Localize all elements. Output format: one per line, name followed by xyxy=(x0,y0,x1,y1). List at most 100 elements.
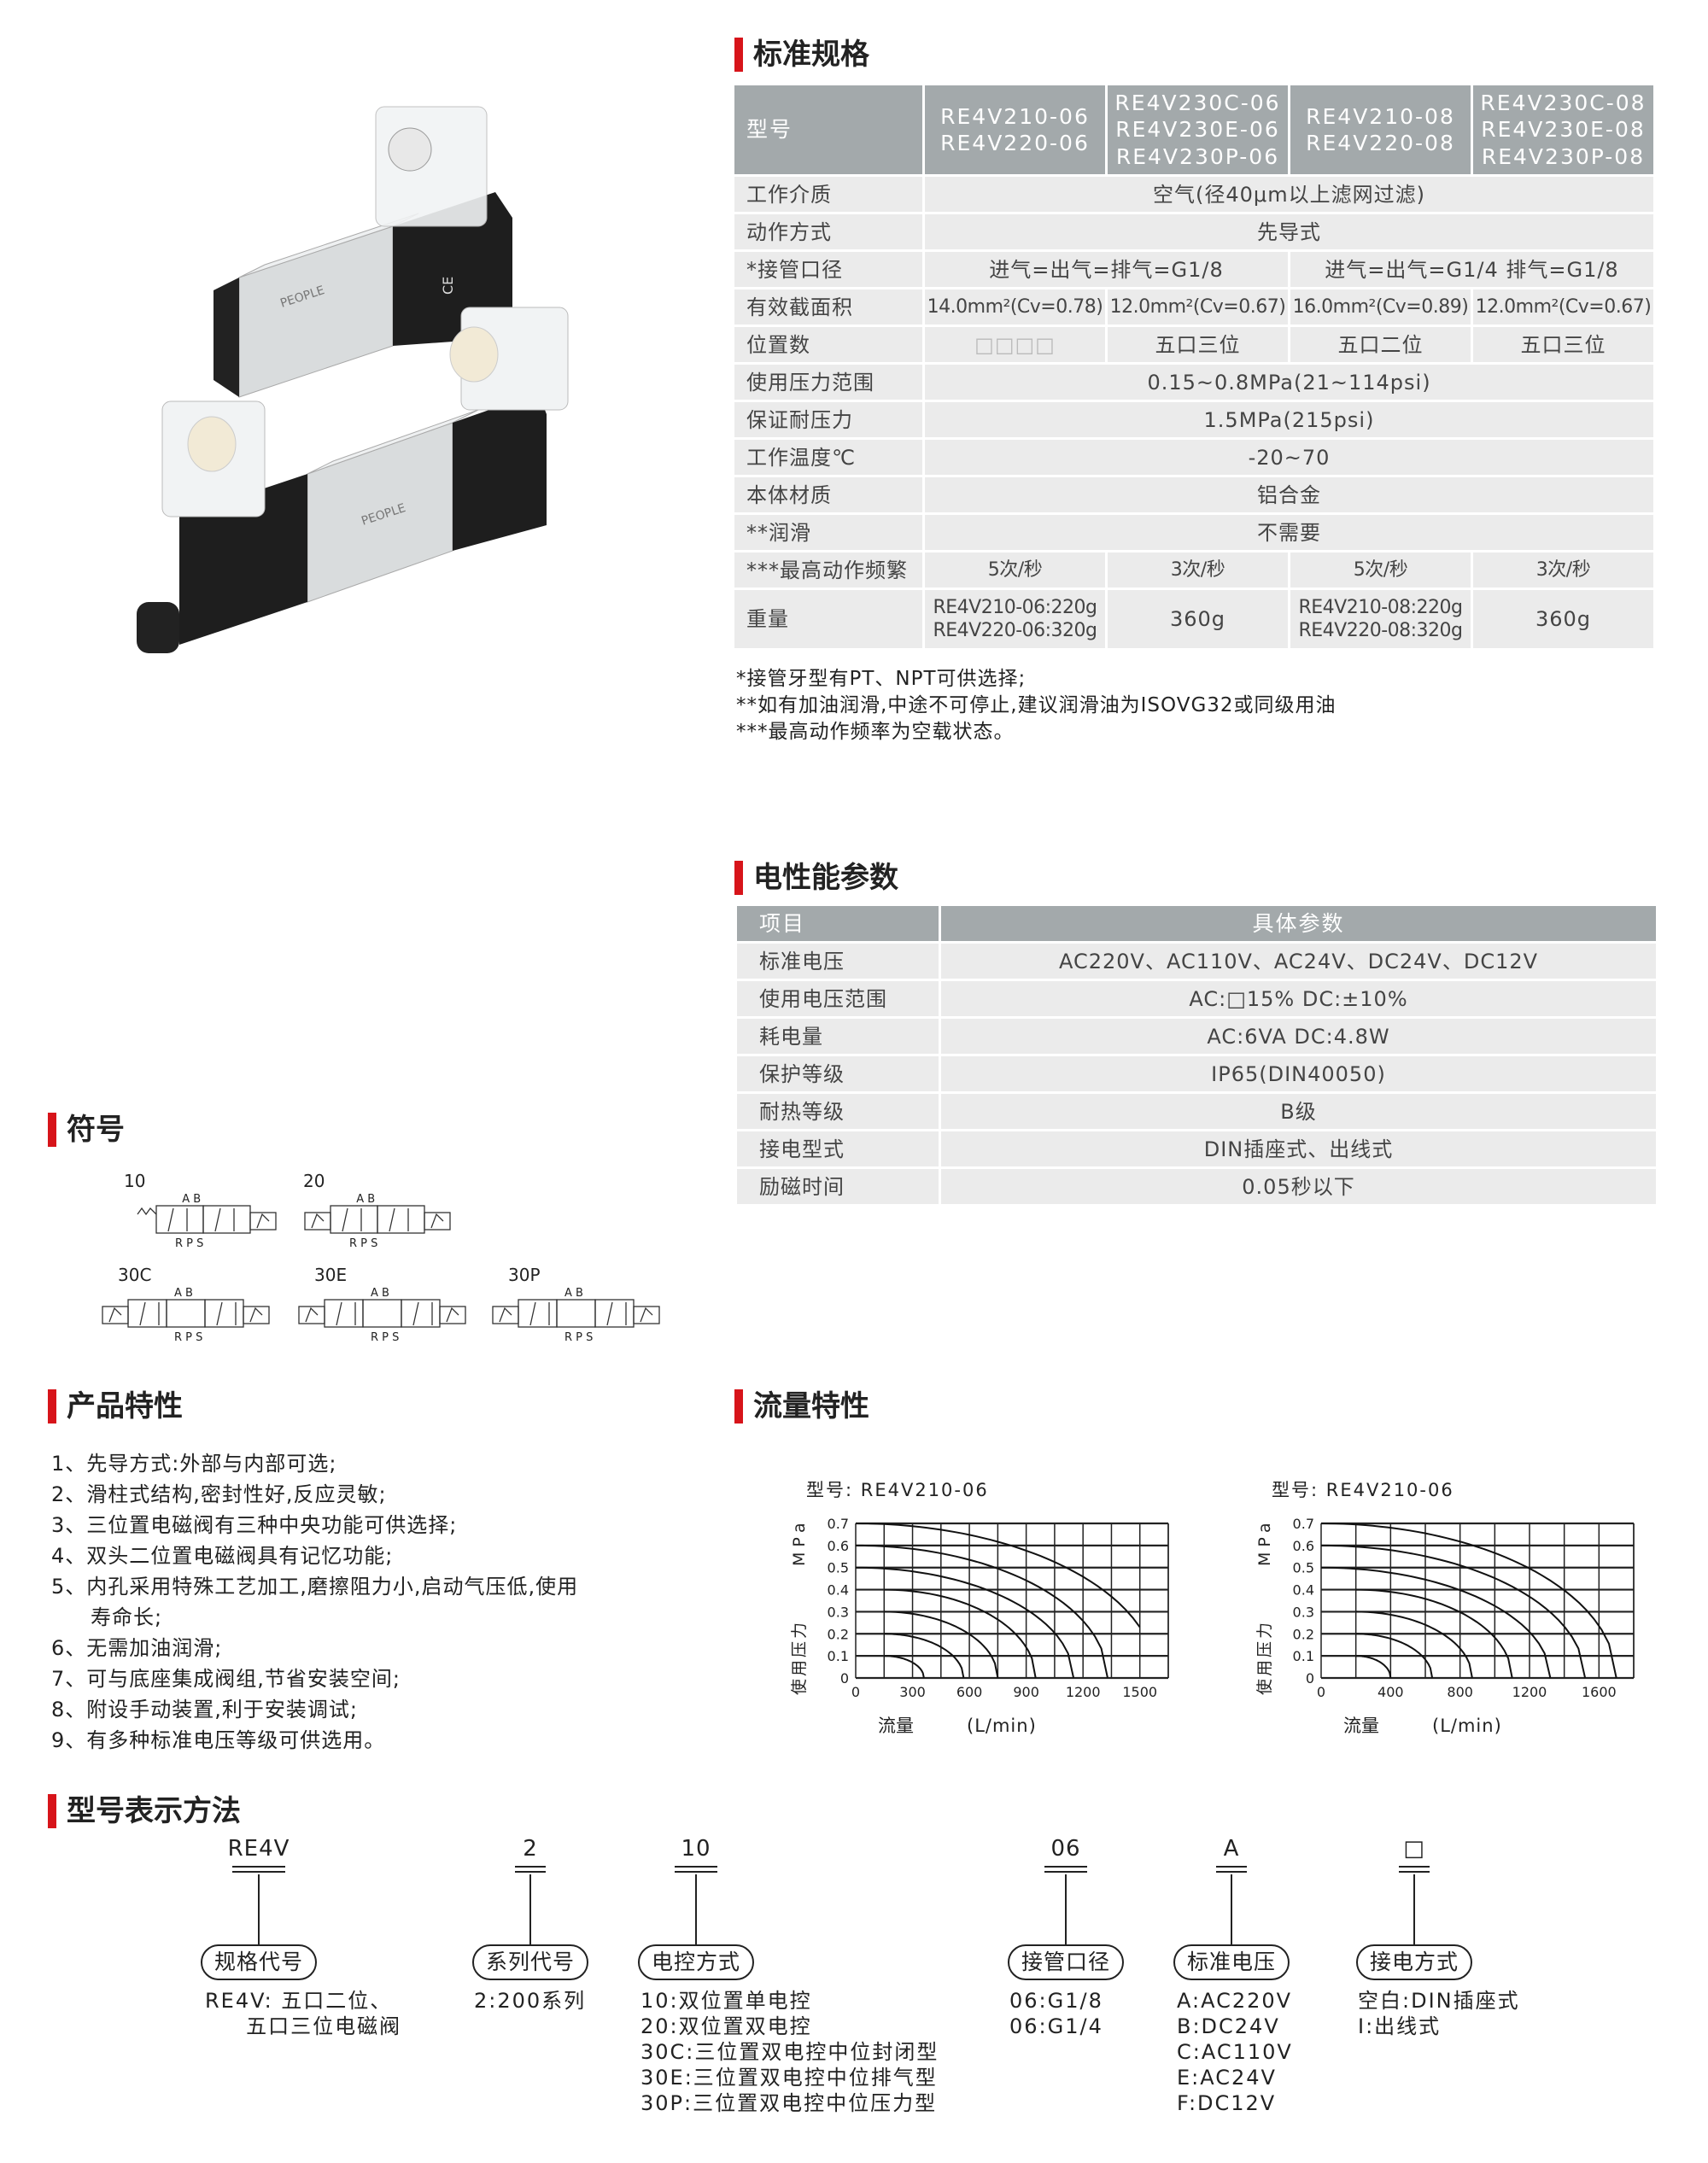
y-tick-label: 0 xyxy=(1306,1670,1314,1687)
section-title-elec: 电性能参数 xyxy=(734,861,898,895)
ports-top: A B xyxy=(182,1193,201,1206)
connector-line xyxy=(695,1874,697,1958)
spec-cell: 五口三位 xyxy=(1108,327,1288,362)
spec-row-label: 工作介质 xyxy=(734,177,922,212)
x-tick-label: 1200 xyxy=(1066,1684,1101,1700)
spec-cell: 16.0mm²(Cv=0.89) xyxy=(1290,289,1471,324)
elec-value: B级 xyxy=(941,1094,1656,1129)
spec-cell: 五口二位 xyxy=(1290,327,1471,362)
model-field-label: 标准电压 xyxy=(1173,1944,1290,1980)
elec-label: 耐热等级 xyxy=(737,1094,939,1129)
feature-item: 3、三位置电磁阀有三种中央功能可供选择; xyxy=(51,1513,458,1537)
spec-row: **润滑不需要 xyxy=(734,515,1653,550)
spec-cell: 12.0mm²(Cv=0.67) xyxy=(1108,289,1288,324)
flow-curve-0.1 xyxy=(884,1655,925,1679)
spec-cell: 360g xyxy=(1108,590,1288,648)
x-axis-label: 流量 xyxy=(878,1716,914,1736)
flow-curve-0.7 xyxy=(1320,1523,1617,1679)
spec-cell: 不需要 xyxy=(925,515,1653,550)
connector-line xyxy=(258,1874,260,1958)
flow-curve-0.6 xyxy=(856,1544,1108,1679)
flow-curve-0.3 xyxy=(884,1611,999,1679)
spec-cell: 1.5MPa(215psi) xyxy=(925,402,1653,437)
flow-curve-0.4 xyxy=(884,1588,1037,1679)
note: *接管牙型有PT、NPT可供选择; xyxy=(736,668,1027,690)
spec-cell: RE4V210-08:220g RE4V220-08:320g xyxy=(1290,590,1471,648)
spec-row-label: 动作方式 xyxy=(734,214,922,249)
valve-body xyxy=(137,1205,277,1234)
valve-body xyxy=(492,1299,660,1328)
section-title-flow: 流量特性 xyxy=(734,1389,869,1423)
y-tick-label: 0.1 xyxy=(1293,1648,1314,1664)
y-axis-label: 使用压力 xyxy=(790,1620,809,1695)
flow-curve-0.2 xyxy=(1355,1633,1434,1679)
spec-cell: 铝合金 xyxy=(925,477,1653,512)
y-tick-label: 0.7 xyxy=(828,1516,849,1532)
spec-cell: RE4V210-06:220g RE4V220-06:320g xyxy=(925,590,1105,648)
spec-cell: 空气(径40μm以上滤网过滤) xyxy=(925,177,1653,212)
model-field-desc: A:AC220V B:DC24V C:AC110V E:AC24V F:DC12… xyxy=(1177,1989,1293,2115)
symbol-label: 30C xyxy=(118,1265,151,1285)
model-field-desc: 06:G1/8 06:G1/4 xyxy=(1009,1989,1103,2038)
elec-label: 保护等级 xyxy=(737,1056,939,1091)
elec-value: AC:6VA DC:4.8W xyxy=(941,1019,1656,1054)
x-tick-label: 300 xyxy=(899,1684,926,1700)
spec-row-label: **润滑 xyxy=(734,515,922,550)
feature-item: 9、有多种标准电压等级可供选用。 xyxy=(51,1728,386,1752)
y-tick-label: 0.6 xyxy=(1293,1538,1314,1554)
feature-item: 4、双头二位置电磁阀具有记忆功能; xyxy=(51,1544,394,1568)
x-tick-label: 1200 xyxy=(1512,1684,1547,1700)
elec-header: 项目 xyxy=(737,906,939,941)
model-code: 2 xyxy=(523,1836,538,1862)
spec-cell: 5次/秒 xyxy=(1290,552,1471,588)
connector-line xyxy=(1231,1874,1232,1958)
flow-curve-0.4 xyxy=(1355,1588,1513,1679)
model-code: A xyxy=(1223,1836,1240,1862)
elec-label: 接电型式 xyxy=(737,1131,939,1166)
y-tick-label: 0.1 xyxy=(828,1648,849,1664)
elec-label: 标准电压 xyxy=(737,944,939,979)
ports-top: A B xyxy=(371,1287,389,1300)
model-column-header: RE4V210-08 RE4V220-08 xyxy=(1290,85,1471,174)
model-column-header: RE4V230C-08 RE4V230E-08 RE4V230P-08 xyxy=(1473,85,1653,174)
spec-row-label: 重量 xyxy=(734,590,922,648)
y-tick-label: 0.6 xyxy=(828,1538,849,1554)
elec-header: 具体参数 xyxy=(941,906,1656,941)
ce-mark: CE xyxy=(440,277,456,295)
section-title-model: 型号表示方法 xyxy=(48,1794,241,1828)
model-code: 10 xyxy=(681,1836,711,1862)
elec-value: AC:□15% DC:±10% xyxy=(941,981,1656,1016)
flow-curve-0.2 xyxy=(884,1633,965,1679)
spec-row-label: 使用压力范围 xyxy=(734,365,922,400)
spec-cell: 360g xyxy=(1473,590,1653,648)
y-tick-label: 0.4 xyxy=(828,1582,849,1599)
double-line xyxy=(1399,1866,1430,1873)
section-title-symbol: 符号 xyxy=(48,1113,125,1147)
model-field-desc: 空白:DIN插座式 I:出线式 xyxy=(1358,1989,1520,2038)
spec-row: 工作温度℃-20~70 xyxy=(734,440,1653,475)
double-line xyxy=(232,1866,285,1873)
spec-cell: 先导式 xyxy=(925,214,1653,249)
y-axis-unit: MPa xyxy=(1255,1517,1274,1566)
feature-item: 7、可与底座集成阀组,节省安装空间; xyxy=(51,1667,401,1691)
flow-curve-0.5 xyxy=(855,1566,1075,1679)
flow-curve-0.3 xyxy=(1355,1611,1473,1679)
flow-curve-0.6 xyxy=(1321,1544,1587,1679)
valve-body xyxy=(298,1299,466,1328)
spec-row: 动作方式先导式 xyxy=(734,214,1653,249)
section-title-spec: 标准规格 xyxy=(734,38,869,72)
spec-row-label: *接管口径 xyxy=(734,252,922,287)
spec-cell: □□□□ xyxy=(925,327,1105,362)
feature-item: 2、滑柱式结构,密封性好,反应灵敏; xyxy=(51,1482,387,1506)
